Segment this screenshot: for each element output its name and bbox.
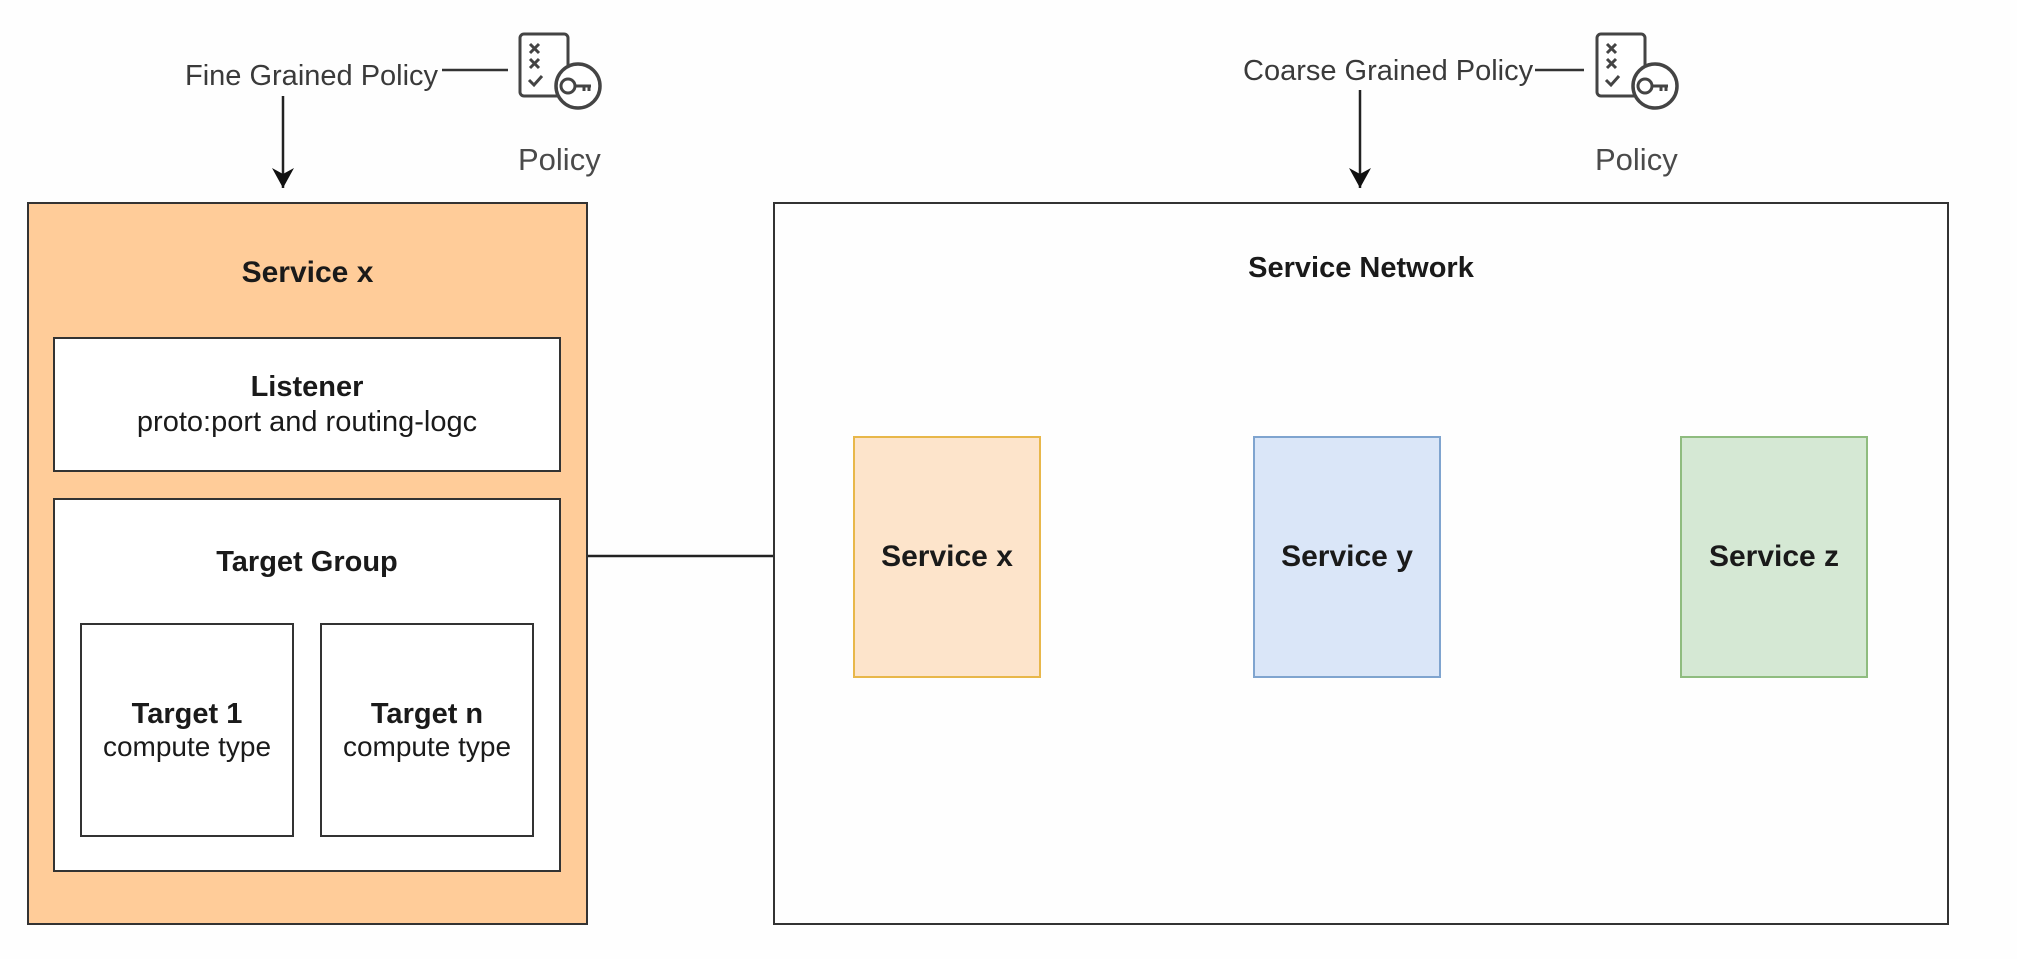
service-label: Service y: [1281, 540, 1413, 573]
target-box[interactable]: Target 1 compute type: [80, 623, 294, 837]
listener-title: Listener: [250, 370, 364, 403]
network-service-z[interactable]: Service z: [1680, 436, 1868, 678]
target-title: Target n: [370, 697, 484, 730]
listener-subtitle: proto:port and routing-logc: [136, 405, 478, 438]
policy-icon: [518, 32, 602, 110]
policy-icon: [1595, 32, 1679, 110]
service-network-title: Service Network: [1248, 252, 1474, 284]
service-box-title: Service x: [241, 256, 374, 289]
target-subtitle: compute type: [342, 730, 512, 762]
target-box[interactable]: Target n compute type: [320, 623, 534, 837]
policy-icon-caption: Policy: [1595, 142, 1678, 177]
target-title: Target 1: [131, 697, 243, 730]
coarse-grained-policy-label: Coarse Grained Policy: [1243, 55, 1534, 87]
service-label: Service z: [1708, 540, 1840, 573]
policy-icon-caption: Policy: [518, 142, 601, 177]
network-service-x[interactable]: Service x: [853, 436, 1041, 678]
fine-grained-policy-label: Fine Grained Policy: [185, 60, 439, 92]
service-label: Service x: [881, 540, 1013, 573]
target-group-title: Target Group: [216, 546, 398, 578]
listener-box[interactable]: Listener proto:port and routing-logc: [53, 337, 561, 472]
target-subtitle: compute type: [102, 730, 272, 762]
network-service-y[interactable]: Service y: [1253, 436, 1441, 678]
